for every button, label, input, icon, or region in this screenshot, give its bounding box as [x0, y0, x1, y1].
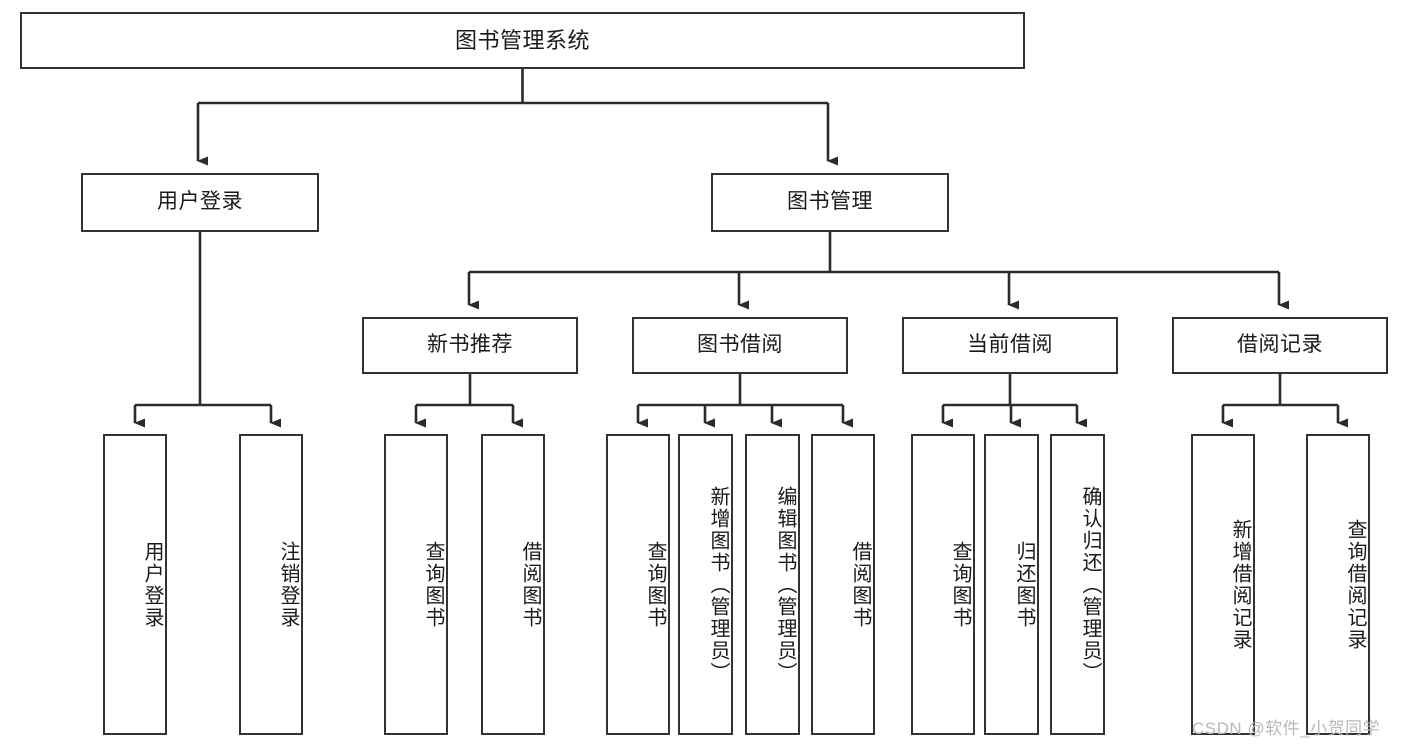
- node-leaf-user-login[interactable]: 用户登录: [103, 434, 167, 735]
- node-leaf-borrow-book-1[interactable]: 借阅图书: [481, 434, 545, 735]
- node-leaf-borrow-book-2[interactable]: 借阅图书: [811, 434, 875, 735]
- node-leaf-query-book-1[interactable]: 查询图书: [384, 434, 448, 735]
- node-leaf-add-borrow-record[interactable]: 新增借阅记录: [1191, 434, 1255, 735]
- node-leaf-logout[interactable]: 注销登录: [239, 434, 303, 735]
- node-leaf-add-book[interactable]: 新增图书（管理员）: [678, 434, 733, 735]
- node-leaf-confirm-return[interactable]: 确认归还（管理员）: [1050, 434, 1105, 735]
- node-new-book-recommendation[interactable]: 新书推荐: [362, 317, 578, 374]
- node-leaf-edit-book[interactable]: 编辑图书（管理员）: [745, 434, 800, 735]
- node-book-manage[interactable]: 图书管理: [711, 173, 949, 232]
- csdn-watermark: CSDN @软件_小贺同学: [1192, 719, 1381, 738]
- node-book-borrow[interactable]: 图书借阅: [632, 317, 848, 374]
- node-root[interactable]: 图书管理系统: [20, 12, 1025, 69]
- node-leaf-query-book-2[interactable]: 查询图书: [606, 434, 670, 735]
- node-current-borrow[interactable]: 当前借阅: [902, 317, 1118, 374]
- node-leaf-return-book[interactable]: 归还图书: [984, 434, 1039, 735]
- node-leaf-query-borrow-record[interactable]: 查询借阅记录: [1306, 434, 1370, 735]
- node-user-login[interactable]: 用户登录: [81, 173, 319, 232]
- node-borrow-record[interactable]: 借阅记录: [1172, 317, 1388, 374]
- node-leaf-query-book-3[interactable]: 查询图书: [911, 434, 975, 735]
